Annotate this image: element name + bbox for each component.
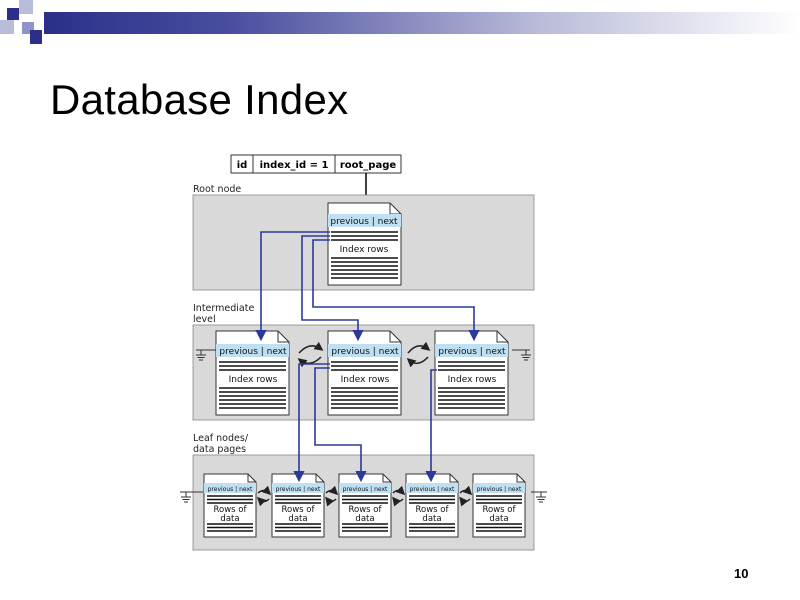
- header-gradient-bar: [44, 12, 800, 34]
- decor-square-light: [0, 20, 14, 34]
- intermediate-level-label: level: [193, 314, 216, 325]
- intermediate-page-header: previous | next: [438, 347, 506, 357]
- leaf-page: previous | next Rows of data: [338, 473, 392, 538]
- leaf-page-body: Rows of: [349, 505, 383, 515]
- intermediate-page-header: previous | next: [331, 347, 399, 357]
- child-pointer-arrows: [255, 231, 480, 483]
- intermediate-page: previous | next Index rows: [215, 330, 290, 416]
- leaf-page-body: Rows of: [282, 505, 316, 515]
- leaf-page: previous | next Rows of data: [405, 473, 459, 538]
- ground-symbol: [180, 349, 547, 503]
- leaf-page: previous | next Rows of data: [472, 473, 526, 538]
- decor-square-dark: [30, 30, 42, 44]
- root-page: previous | next Index rows: [327, 202, 402, 286]
- slide-number: 10: [734, 566, 749, 581]
- leaf-page-body: data: [355, 514, 374, 524]
- leaf-page-body: data: [489, 514, 508, 524]
- intermediate-page-body: Index rows: [448, 375, 497, 385]
- decor-square-light: [19, 0, 33, 14]
- leaf-page-header: previous | next: [477, 486, 522, 493]
- intermediate-page-body: Index rows: [229, 375, 278, 385]
- intermediate-level-label: Intermediate: [193, 303, 254, 314]
- leaf-page-body: Rows of: [416, 505, 450, 515]
- slide-title: Database Index: [50, 76, 349, 123]
- leaf-page: previous | next Rows of data: [271, 473, 325, 538]
- leaf-page-body: data: [288, 514, 307, 524]
- leaf-page-header: previous | next: [343, 486, 388, 493]
- leaf-page-header: previous | next: [410, 486, 455, 493]
- root-page-header: previous | next: [330, 217, 398, 227]
- leaf-page-body: data: [220, 514, 239, 524]
- leaf-level-label: Leaf nodes/: [193, 433, 249, 444]
- sys-table-col-id: id: [237, 160, 248, 171]
- leaf-page-header: previous | next: [208, 486, 253, 493]
- root-level-label: Root node: [193, 184, 241, 195]
- sys-table-col-root-page: root_page: [340, 160, 397, 171]
- intermediate-page: previous | next Index rows: [434, 330, 509, 416]
- intermediate-page-body: Index rows: [341, 375, 390, 385]
- leaf-page-body: Rows of: [483, 505, 517, 515]
- leaf-page: previous | next Rows of data: [203, 473, 257, 538]
- leaf-page-header: previous | next: [276, 486, 321, 493]
- leaf-page-body: data: [422, 514, 441, 524]
- intermediate-page: previous | next Index rows: [327, 330, 402, 416]
- sys-table-col-index-id: index_id = 1: [260, 160, 329, 171]
- intermediate-page-header: previous | next: [219, 347, 287, 357]
- leaf-level-label: data pages: [193, 444, 246, 455]
- sys-table: id index_id = 1 root_page: [230, 154, 402, 203]
- decor-square-dark: [7, 8, 19, 20]
- root-page-body: Index rows: [340, 245, 389, 255]
- leaf-page-body: Rows of: [214, 505, 248, 515]
